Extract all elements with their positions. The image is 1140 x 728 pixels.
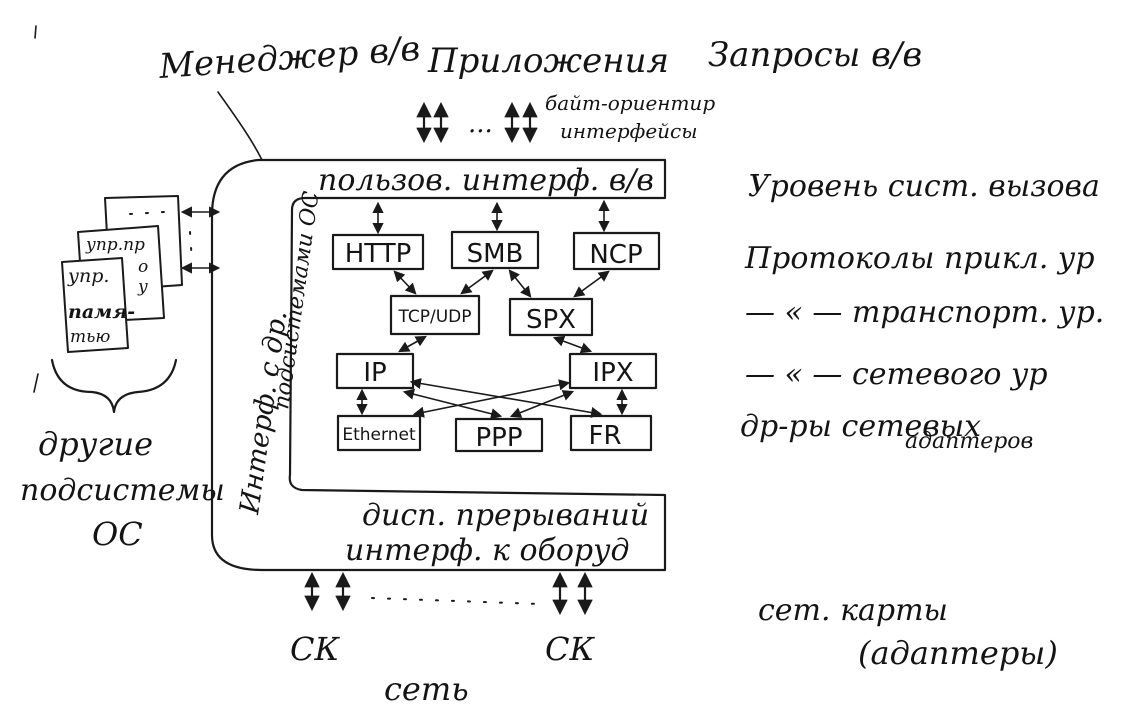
spx-box [508, 297, 594, 337]
interrupt-dispatcher-line1: дисп. прерываний [362, 498, 649, 533]
ppp-label: PPP [475, 423, 522, 453]
network-label: сеть [384, 670, 469, 708]
stray-mark [34, 25, 37, 39]
doc-process-line3: у [137, 277, 148, 297]
io-requests-label: Запросы в/в [708, 35, 922, 75]
transport-level-label: — « — транспорт. ур. [745, 295, 1104, 330]
net-cards-line2: (адаптеры) [858, 634, 1058, 672]
arrow-ellipsis: ... [468, 109, 493, 139]
adapter-drivers-line2: адаптеров [905, 429, 1033, 454]
other-subsystems-line2: подсистемы [20, 473, 225, 508]
vertical-label-line2: подсистемами ОС [269, 190, 324, 411]
bottom-dotted-line [371, 597, 541, 605]
io-manager-label: Менеджер в/в [157, 29, 422, 87]
nic-right-label: СК [545, 630, 595, 668]
ncp-label: NCP [589, 240, 642, 270]
ethernet-label: Ethernet [342, 425, 416, 445]
doc-memory-line2: памя- [68, 301, 135, 323]
other-subsystems-line1: другие [38, 425, 153, 463]
adapter-drivers-line1: др-ры сетевых [740, 409, 981, 444]
brace-tick [33, 373, 39, 393]
doc-process-line2: о [138, 257, 148, 277]
net-cards-line1: сет. карты [758, 593, 948, 628]
ip-box [335, 352, 415, 390]
tcp-udp-label: TCP/UDP [397, 307, 471, 327]
http-box [331, 233, 425, 271]
smb-label: SMB [467, 239, 524, 269]
applications-label: Приложения [427, 41, 669, 81]
fr-box [569, 414, 653, 452]
io-manager-pointer [217, 91, 263, 161]
document-memory-mgmt [61, 257, 129, 353]
http-label: HTTP [345, 239, 412, 269]
hardware-interface-line2: интерф. к оборуд [345, 533, 630, 568]
spx-label: SPX [526, 305, 576, 335]
ethernet-box [336, 414, 422, 452]
user-io-interface-box: пользов. интерф. в/в [318, 163, 654, 198]
subsystem-arrows [180, 206, 221, 274]
tcp-udp-box [389, 294, 481, 336]
hardware-arrows [304, 571, 593, 616]
doc-memory-line3: тью [70, 327, 110, 347]
network-level-label: — « — сетевого ур [745, 357, 1048, 392]
byte-interfaces-line1: байт-ориентир [545, 91, 715, 115]
other-subsystems-line3: ОС [92, 515, 143, 553]
syscall-level-label: Уровень сист. вызова [748, 169, 1100, 204]
os-subsystem-documents [61, 195, 193, 353]
fr-label: FR [588, 421, 621, 451]
ip-label: IP [363, 358, 386, 388]
protocol-arrows [356, 199, 628, 420]
byte-interfaces-line2: интерфейсы [560, 119, 698, 143]
ipx-box [568, 352, 658, 390]
application-arrows [416, 101, 538, 144]
nic-left-label: СК [290, 630, 340, 668]
io-subsystem-frame [210, 158, 667, 572]
smb-box [450, 230, 540, 270]
ncp-box [572, 231, 661, 271]
ipx-label: IPX [592, 358, 633, 388]
app-protocols-label: Протоколы прикл. ур [744, 241, 1095, 276]
documents-brace [50, 358, 178, 414]
doc-process-line1: упр.пр [85, 235, 145, 255]
doc-memory-line1: упр. [67, 265, 109, 287]
